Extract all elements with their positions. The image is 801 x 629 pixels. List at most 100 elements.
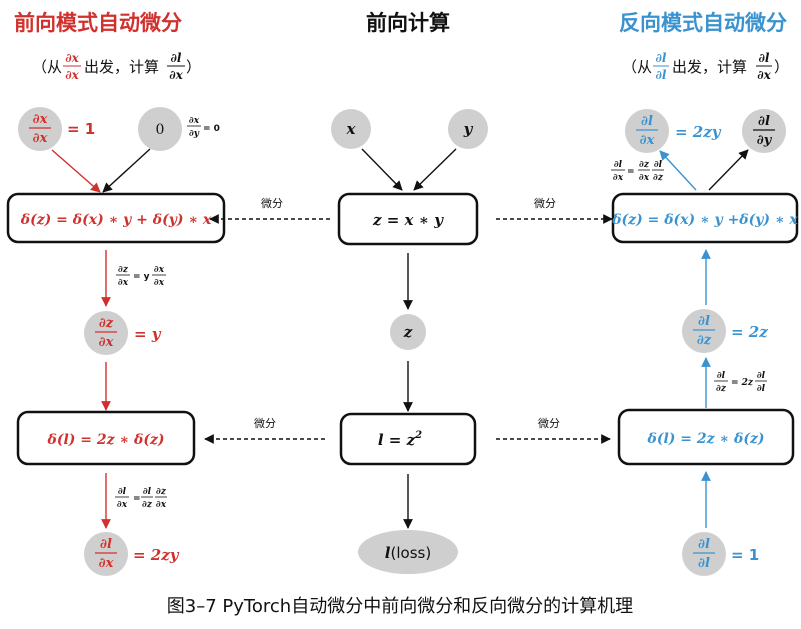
subtitle-mid: 出发，计算 (672, 58, 747, 76)
dz-den: ∂x (99, 335, 114, 350)
input-y-node: y (448, 109, 488, 149)
forward-box-2-text: δ(l) = 2z ∗ δ(z) (46, 432, 164, 448)
compute-box-1: z = x ∗ y (337, 192, 479, 246)
box2-base: l = z (378, 431, 416, 449)
ann-num: ∂l (118, 487, 127, 497)
box2-exp: 2 (414, 430, 422, 441)
ann-den: ∂x (613, 173, 624, 183)
subtitle-pre: （从 (32, 58, 62, 76)
ann-eq: = y (133, 272, 150, 282)
compute-box-2-text: l = z2 (378, 430, 422, 449)
ann-den: ∂z (716, 384, 727, 394)
diff-label-left-top: 微分 (261, 196, 283, 210)
dz-num: ∂l (698, 314, 710, 329)
reverse-seed-value: = 1 (731, 546, 759, 564)
subtitle-frac-den: ∂l (656, 68, 667, 82)
reverse-out-y-node: ∂l ∂y (742, 109, 786, 153)
ann-num2: ∂l (143, 487, 152, 497)
out-y-den: ∂y (757, 133, 773, 148)
x-label: x (346, 120, 357, 138)
reverse-subtitle: （从 ∂l ∂l 出发，计算 ∂l ∂x ） (622, 51, 789, 82)
subtitle-frac-den: ∂x (65, 68, 79, 82)
out-y-num: ∂l (758, 114, 770, 129)
reverse-box-2: δ(l) = 2z ∗ δ(z) (617, 408, 795, 466)
subtitle-frac-num: ∂x (65, 51, 79, 65)
y-label: y (463, 120, 474, 138)
ann-num2: ∂z (639, 160, 650, 170)
ann-num: ∂l (614, 160, 623, 170)
seed-den: ∂l (698, 556, 710, 571)
diff-label-right-bottom: 微分 (538, 416, 560, 430)
dl-den: ∂x (99, 556, 114, 571)
diff-label-left-bottom: 微分 (254, 416, 276, 430)
reverse-box-2-text: δ(l) = 2z ∗ δ(z) (646, 431, 764, 447)
input-x-node: x (331, 109, 371, 149)
ann-den2: ∂x (639, 173, 650, 183)
reverse-out-x-node: ∂l ∂x (625, 109, 669, 153)
reverse-dz-value: = 2z (731, 323, 768, 341)
forward-annotation-2: ∂l ∂x = ∂l ∂z ∂z ∂x (115, 487, 167, 510)
ann-val: = 0 (203, 124, 220, 134)
reverse-box-1-text: δ(z) = δ(x) ∗ y +δ(y) ∗ x (611, 212, 798, 228)
reverse-annotation-0: ∂l ∂x = ∂z ∂x ∂l ∂z (611, 160, 664, 183)
reverse-out-x-value: = 2zy (675, 123, 722, 141)
subtitle-frac2-den: ∂x (169, 68, 183, 82)
ann-den: ∂y (189, 129, 200, 139)
ann-den2: ∂l (757, 384, 766, 394)
subtitle-mid: 出发，计算 (84, 58, 159, 76)
ann-eq: = (627, 167, 635, 177)
ann-den2: ∂z (142, 500, 153, 510)
forward-dl-value: = 2zy (133, 546, 180, 564)
forward-box-1-text: δ(z) = δ(x) ∗ y + δ(y) ∗ x (20, 212, 212, 228)
ann-num3: ∂l (654, 160, 663, 170)
out-x-num: ∂l (641, 114, 653, 129)
subtitle-post: ） (774, 58, 789, 76)
seed-x-value: = 1 (67, 120, 95, 138)
forward-dl-node: ∂l ∂x (84, 532, 128, 576)
ann-num3: ∂z (156, 487, 167, 497)
intermediate-z-node: z (390, 314, 426, 350)
forward-annotation-1: ∂z ∂x = y ∂x ∂x (116, 265, 166, 288)
subtitle-frac2-den: ∂x (757, 68, 771, 82)
subtitle-frac2-num: ∂l (759, 51, 770, 65)
ann-num2: ∂l (757, 371, 766, 381)
loss-node: l(loss) (358, 530, 458, 574)
subtitle-frac2-num: ∂l (171, 51, 182, 65)
diff-label-right-top: 微分 (534, 196, 556, 210)
forward-box-1: δ(z) = δ(x) ∗ y + δ(y) ∗ x (6, 192, 226, 244)
reverse-annotation-1: ∂l ∂z = 2z ∂l ∂l (714, 371, 767, 394)
reverse-dz-node: ∂l ∂z (682, 309, 726, 353)
seed-y-value: 0 (156, 122, 165, 138)
subtitle-post: ） (186, 58, 201, 76)
ann-num: ∂x (189, 116, 200, 126)
reverse-box-1: δ(z) = δ(x) ∗ y +δ(y) ∗ x (611, 192, 798, 244)
ann-den: ∂x (118, 278, 129, 288)
subtitle-pre: （从 (622, 58, 652, 76)
ann-eq: = 2z (731, 378, 754, 388)
forward-seed-y-node: 0 (138, 107, 182, 151)
reverse-title: 反向模式自动微分 (619, 11, 787, 35)
z-label: z (403, 323, 413, 341)
forward-subtitle: （从 ∂x ∂x 出发，计算 ∂l ∂x ） (32, 51, 201, 82)
ann-num: ∂z (118, 265, 129, 275)
dz-den: ∂z (697, 333, 712, 348)
ann-eq: = (133, 494, 141, 504)
subtitle-frac-num: ∂l (656, 51, 667, 65)
forward-dz-value: = y (134, 325, 162, 343)
seed-x-num: ∂x (33, 112, 48, 127)
ann-den3: ∂z (653, 173, 664, 183)
reverse-seed-node: ∂l ∂l (682, 532, 726, 576)
loss-text: (loss) (391, 544, 432, 562)
compute-box-1-text: z = x ∗ y (372, 211, 444, 229)
ann-den3: ∂x (156, 500, 167, 510)
forward-box-2: δ(l) = 2z ∗ δ(z) (16, 410, 196, 466)
dl-num: ∂l (100, 537, 112, 552)
ann-num: ∂l (717, 371, 726, 381)
dz-num: ∂z (99, 316, 114, 331)
ann-den: ∂x (117, 500, 128, 510)
ann-num2: ∂x (154, 265, 165, 275)
ann-den2: ∂x (154, 278, 165, 288)
figure-caption: 图3–7 PyTorch自动微分中前向微分和反向微分的计算机理 (167, 596, 633, 617)
compute-title: 前向计算 (366, 11, 450, 35)
seed-y-annotation: ∂x ∂y = 0 (187, 116, 220, 139)
